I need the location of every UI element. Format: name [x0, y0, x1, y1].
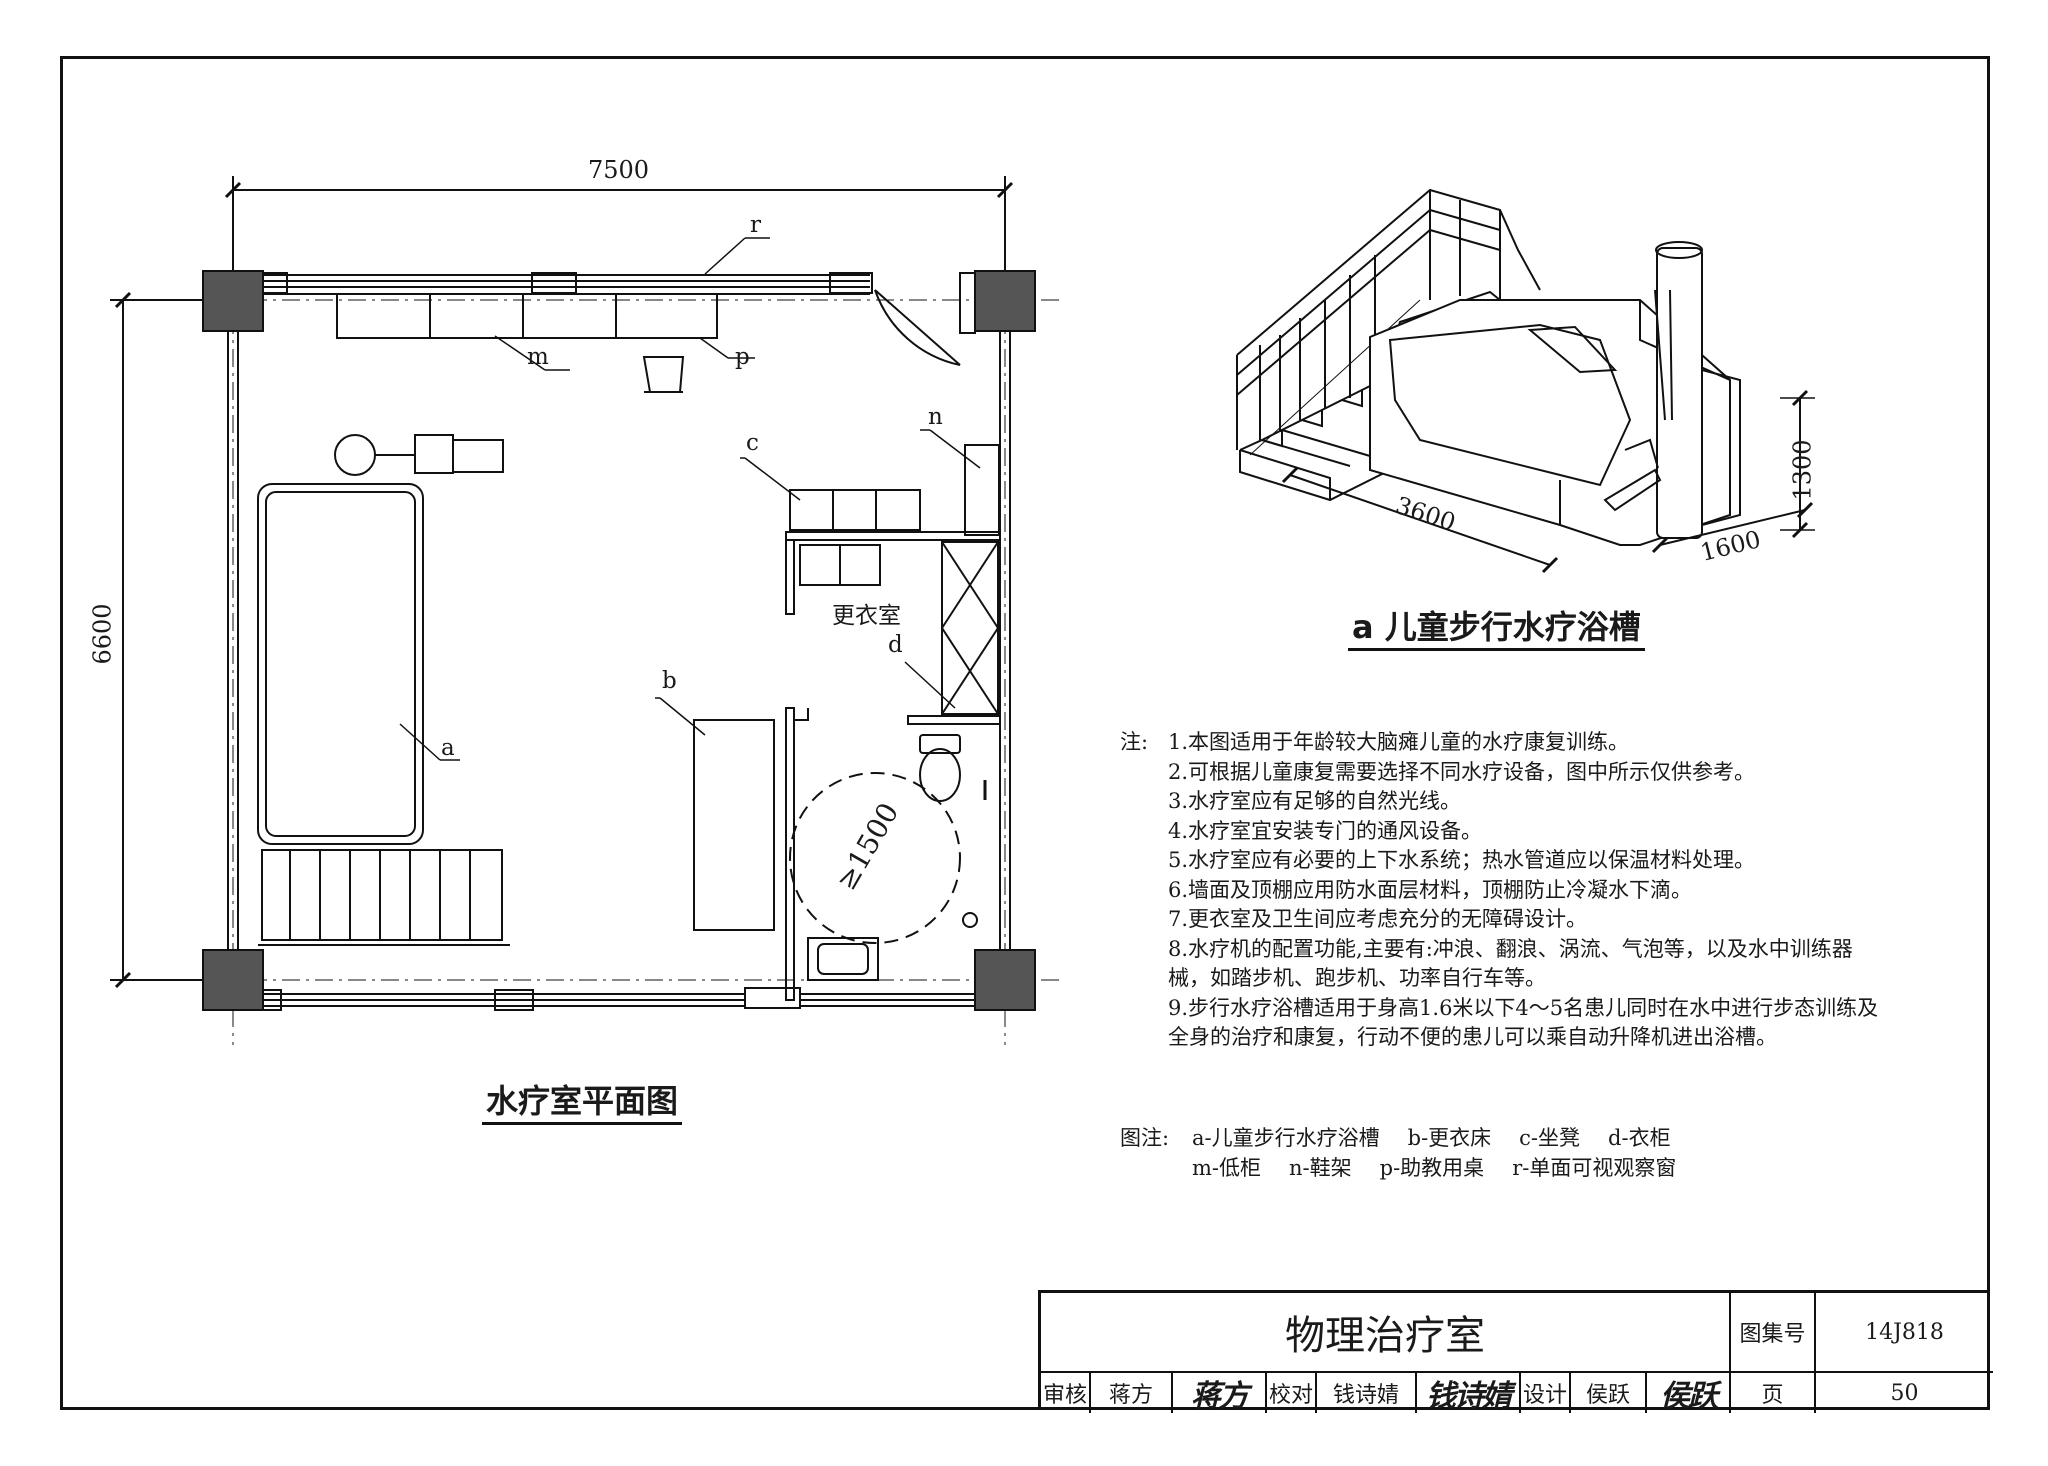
note-6: 6.墙面及顶棚应用防水面层材料，顶棚防止冷凝水下滴。 [1168, 877, 1693, 902]
note-1: 1.本图适用于年龄较大脑瘫儿童的水疗康复训练。 [1168, 730, 1630, 754]
label-m: m [527, 344, 549, 370]
legend-item: c-坐凳 [1519, 1126, 1581, 1150]
floor-plan [110, 176, 1060, 1045]
note-7: 7.更衣室及卫生间应考虑充分的无障碍设计。 [1168, 907, 1588, 931]
reviewer-signature: 蒋方 [1173, 1373, 1267, 1414]
legend-lead: 图注: [1120, 1126, 1170, 1150]
page-number: 50 [1890, 1380, 1919, 1406]
tub-height-label: 1300 [1788, 439, 1817, 501]
label-a: a [441, 735, 455, 761]
dimension-width-line [224, 176, 1014, 270]
sink [807, 937, 879, 981]
designer-signature: 侯跃 [1647, 1373, 1731, 1414]
legend-item: d-衣柜 [1608, 1126, 1671, 1150]
shoe-rack-n [964, 444, 1000, 536]
bench-c [789, 489, 921, 586]
legend-block: 图注: a-儿童步行水疗浴槽 b-更衣床 c-坐凳 d-衣柜 m-低柜 n-鞋架… [1120, 1123, 1704, 1183]
structural-columns [202, 270, 1036, 1011]
label-n: n [928, 404, 943, 430]
design-label: 设计 [1521, 1373, 1571, 1413]
note-8: 8.水疗机的配置功能,主要有:冲浪、翻浪、涡流、气泡等，以及水中训练器械，如踏步… [1168, 936, 1853, 991]
legend-item: n-鞋架 [1289, 1156, 1352, 1180]
floor-drain [962, 912, 978, 928]
label-p: p [735, 344, 750, 370]
legend-item: a-儿童步行水疗浴槽 [1192, 1126, 1380, 1150]
label-b: b [662, 668, 677, 694]
page-label: 页 [1731, 1373, 1816, 1413]
label-d: d [888, 632, 903, 658]
chair-stool [642, 356, 685, 393]
dim-width-label: 7500 [588, 156, 650, 184]
lift-equipment [334, 434, 504, 476]
low-cabinet-m [336, 293, 718, 339]
dimension-height-line [110, 291, 205, 989]
drawing-frame [60, 56, 1990, 1410]
tub-caption: a 儿童步行水疗浴槽 [1348, 608, 1645, 651]
checker-signature: 钱诗婧 [1417, 1373, 1521, 1414]
note-3: 3.水疗室应有足够的自然光线。 [1168, 789, 1462, 813]
label-c: c [746, 430, 759, 456]
leader-lines [399, 237, 981, 761]
entry-door [874, 289, 961, 366]
review-label: 审核 [1041, 1373, 1091, 1413]
tub-isometric [1236, 188, 1815, 574]
changing-room-label: 更衣室 [832, 603, 901, 629]
check-label: 校对 [1267, 1373, 1317, 1413]
label-r: r [750, 212, 761, 238]
atlas-number: 14J818 [1816, 1293, 1993, 1373]
legend-item: b-更衣床 [1407, 1126, 1492, 1150]
note-9: 9.步行水疗浴槽适用于身高1.6米以下4～5名患儿同时在水中进行步态训练及全身的… [1168, 995, 1879, 1050]
reviewer-name: 蒋方 [1091, 1373, 1173, 1413]
legend-item: m-低柜 [1192, 1156, 1262, 1180]
designer-name: 侯跃 [1571, 1373, 1647, 1413]
atlas-label: 图集号 [1731, 1293, 1816, 1373]
hydrotherapy-tub-a [257, 483, 510, 946]
note-5: 5.水疗室应有必要的上下水系统；热水管道应以保温材料处理。 [1168, 848, 1756, 872]
checker-name: 钱诗婧 [1317, 1373, 1417, 1413]
title-block: 物理治疗室 图集号 14J818 审核 蒋方 蒋方 校对 钱诗婧 钱诗婧 设计 … [1038, 1290, 1993, 1414]
drawing-title: 物理治疗室 [1041, 1293, 1731, 1373]
wardrobe-d [941, 541, 999, 715]
toilet [919, 734, 961, 802]
notes-lead: 注: [1120, 730, 1149, 754]
dim-height-label: 6600 [88, 603, 117, 665]
notes-block: 注: 1.本图适用于年龄较大脑瘫儿童的水疗康复训练。 2.可根据儿童康复需要选择不… [1120, 728, 1940, 1053]
note-2: 2.可根据儿童康复需要选择不同水疗设备，图中所示仅供参考。 [1168, 759, 1756, 784]
legend-item: r-单面可视观察窗 [1512, 1156, 1677, 1180]
note-4: 4.水疗室宜安装专门的通风设备。 [1168, 818, 1483, 843]
turning-circle [789, 772, 961, 944]
floor-plan-caption: 水疗室平面图 [482, 1082, 683, 1125]
legend-item: p-助教用桌 [1379, 1156, 1485, 1180]
changing-bed-b [693, 719, 775, 931]
